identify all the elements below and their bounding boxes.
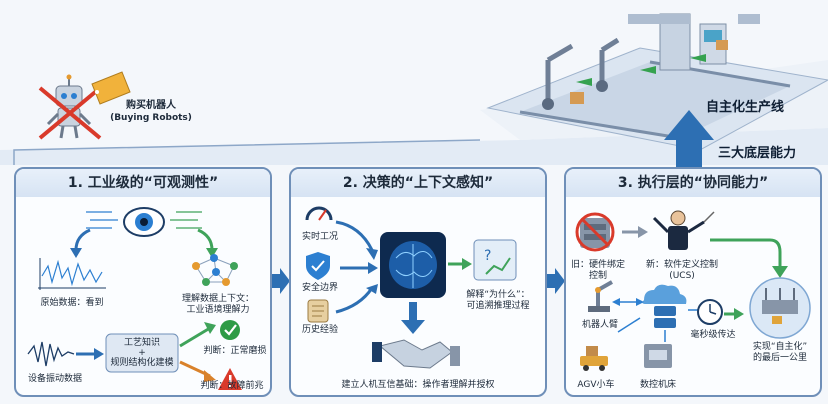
panel-title: 3. 执行层的“协同能力” [566,169,820,197]
panel-title: 1. 工业级的“可观测性” [16,169,270,197]
understand-line2: 工业语境理解力 [186,305,250,315]
judge-ok-label: 判断：正常磨损 [203,346,267,356]
explain-line1: 解释“为什么”： [466,290,530,300]
realtime-label: 实时工况 [301,232,338,242]
new-line2: (UCS) [669,271,695,281]
process-line3: 规则结构化建模 [110,358,174,368]
realize-line2: 的最后一公里 [752,353,807,363]
trust-label: 建立人机互信基础：操作者理解并授权 [341,380,495,390]
old-line2: 控制 [588,271,607,281]
explain-line2: 可追溯推理过程 [466,301,530,311]
history-label: 历史经验 [301,325,338,335]
understand-line1: 理解数据上下文： [181,294,254,304]
realize-line1: 实现“自主化” [752,342,808,352]
cnc-label: 数控机床 [639,380,676,390]
agv-label: AGV小车 [577,380,615,390]
three-capabilities-label: 三大底层能力 [718,146,797,161]
buying-robots-sub: (Buying Robots) [110,113,192,123]
ms-label: 毫秒级传达 [690,330,736,340]
robot-arm-label: 机器人臂 [581,320,618,330]
svg-text:?: ? [484,248,491,264]
new-line1: 新：软件定义控制 [645,260,718,270]
raw-data-label: 原始数据：看到 [40,298,104,308]
vibration-label: 设备振动数据 [27,374,82,384]
process-line1: 工艺知识 [123,338,160,348]
judge-fault-label: 判断：故障前兆 [200,381,264,391]
production-line-label: 自主化生产线 [706,100,785,115]
old-line1: 旧：硬件绑定 [570,260,625,270]
safety-label: 安全边界 [301,283,338,293]
panel-title: 2. 决策的“上下文感知” [291,169,545,197]
process-line2: + [138,348,146,358]
buying-robots-label: 购买机器人 [126,100,176,111]
